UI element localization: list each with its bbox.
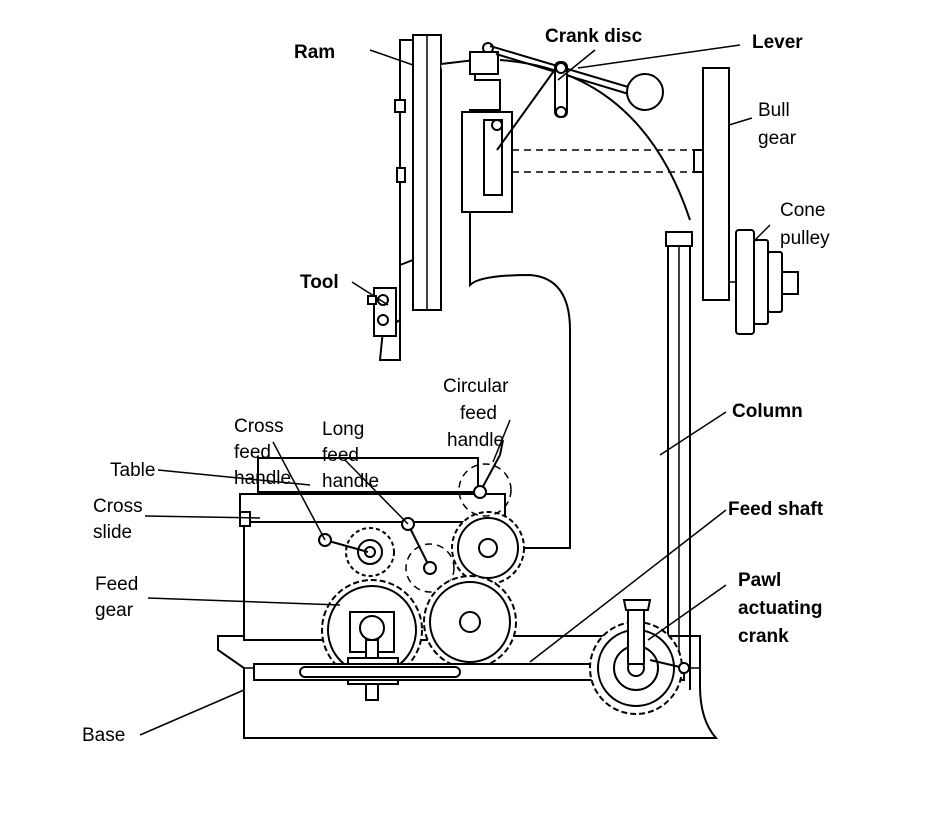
label-pawl-2: actuating: [738, 598, 822, 619]
label-feed-gear-2: gear: [95, 600, 134, 621]
label-lever: Lever: [752, 32, 803, 53]
label-cross-feed-1: Cross: [234, 416, 284, 437]
label-table: Table: [110, 460, 155, 481]
label-cross-slide-2: slide: [93, 522, 132, 543]
label-bull-gear-2: gear: [758, 128, 797, 149]
crank-disc-lever: [469, 42, 664, 151]
label-circular-feed-3: handle: [447, 430, 504, 451]
leader-lines: [139, 44, 771, 736]
label-bull-gear-1: Bull: [758, 100, 790, 121]
label-long-feed-1: Long: [322, 419, 364, 440]
label-pawl-3: crank: [738, 626, 789, 647]
label-column: Column: [732, 401, 803, 422]
label-crank-disc: Crank disc: [545, 26, 643, 47]
label-circular-feed-1: Circular: [443, 376, 509, 397]
label-cone-pulley-1: Cone: [780, 200, 825, 221]
label-feed-gear-1: Feed: [95, 574, 138, 595]
label-ram: Ram: [294, 42, 335, 63]
pawl-crank: [589, 599, 690, 715]
ram: [378, 34, 695, 549]
cone-pulley: [729, 229, 799, 335]
label-pawl-1: Pawl: [738, 570, 781, 591]
feed-shaft: [253, 663, 685, 681]
label-long-feed-2: feed: [322, 445, 359, 466]
text-labels: Ram Crank disc Lever Bull gear Cone pull…: [82, 26, 830, 746]
label-cross-feed-3: handle: [234, 468, 291, 489]
label-circular-feed-2: feed: [460, 403, 497, 424]
label-cross-feed-2: feed: [234, 442, 271, 463]
label-cone-pulley-2: pulley: [780, 228, 830, 249]
label-tool: Tool: [300, 272, 339, 293]
label-long-feed-3: handle: [322, 471, 379, 492]
label-cross-slide-1: Cross: [93, 496, 143, 517]
label-feed-shaft: Feed shaft: [728, 499, 824, 520]
gear-train: [321, 463, 525, 701]
bull-gear: [693, 67, 730, 301]
label-base: Base: [82, 725, 125, 746]
